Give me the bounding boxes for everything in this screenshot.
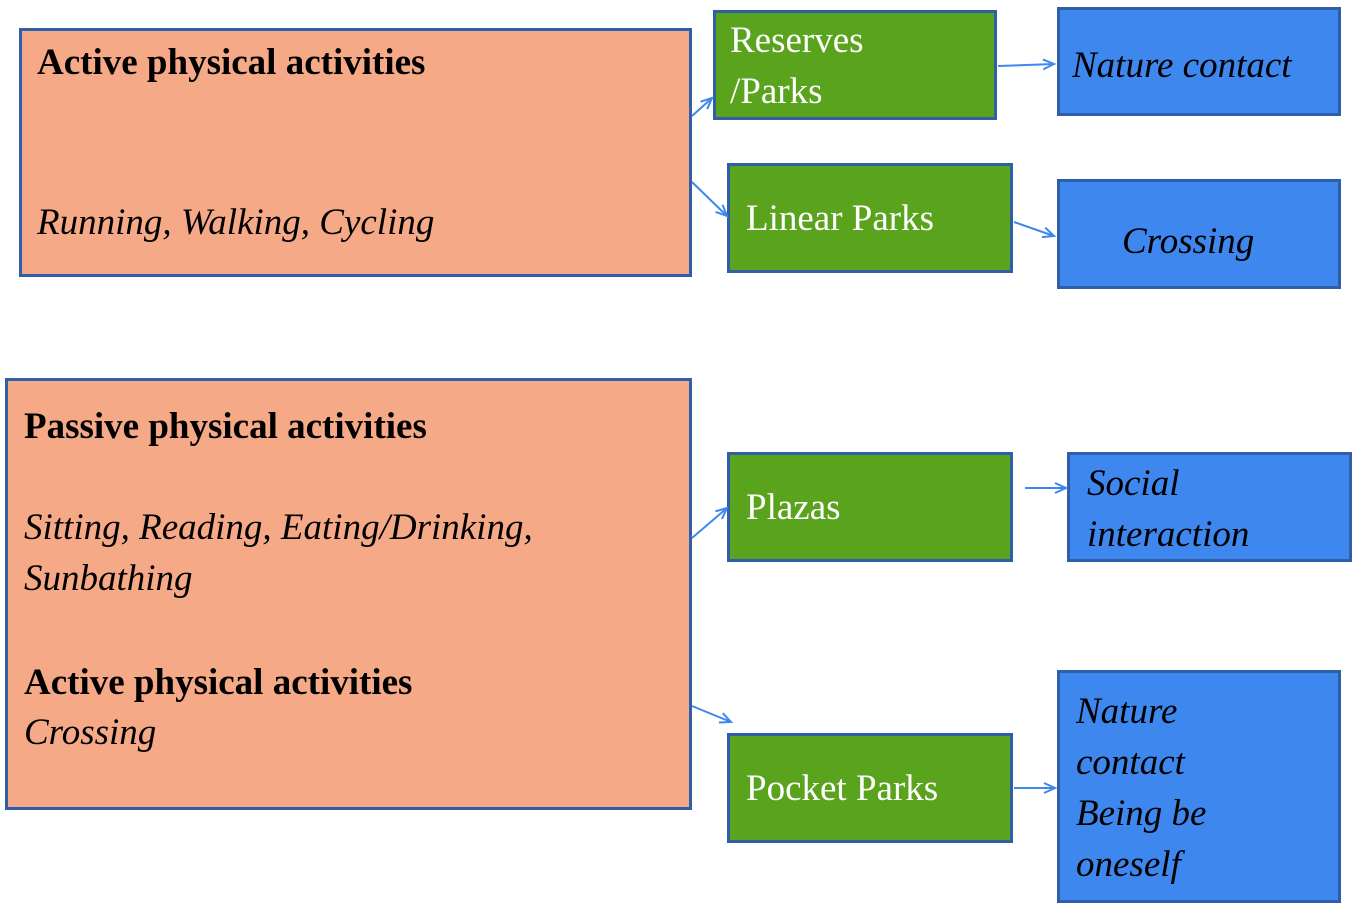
active-activities-box: Active physical activities Running, Walk… <box>19 28 692 277</box>
passive-box-active-heading: Active physical activities <box>24 662 413 703</box>
social-interaction-box: Social interaction <box>1067 452 1352 562</box>
passive-activities-heading: Passive physical activities <box>24 406 427 447</box>
active-activities-examples: Running, Walking, Cycling <box>37 202 435 243</box>
plazas-box: Plazas <box>727 452 1013 562</box>
nature-contact-being-oneself-box: Nature contact Being be oneself <box>1057 670 1341 903</box>
social-interaction-label-line1: Social <box>1087 463 1180 504</box>
linear-parks-box: Linear Parks <box>727 163 1013 273</box>
crossing-outcome-label: Crossing <box>1122 221 1255 262</box>
pocket-outcome-line1: Nature <box>1076 691 1178 732</box>
linear-parks-label: Linear Parks <box>746 198 935 239</box>
arrow-active-to-linear <box>691 181 727 216</box>
passive-activities-examples-line2: Sunbathing <box>24 558 193 599</box>
pocket-parks-label: Pocket Parks <box>746 768 939 809</box>
social-interaction-label-line2: interaction <box>1087 514 1250 555</box>
pocket-outcome-line2: contact <box>1076 742 1185 783</box>
crossing-outcome-box: Crossing <box>1057 179 1341 289</box>
arrow-passive-to-pocket <box>691 705 731 722</box>
arrow-active-to-reserves <box>691 98 712 117</box>
arrow-linear-to-crossing <box>1013 221 1054 236</box>
pocket-parks-box: Pocket Parks <box>727 733 1013 843</box>
active-activities-heading: Active physical activities <box>37 42 426 83</box>
arrow-reserves-to-nature-contact <box>997 64 1054 66</box>
pocket-outcome-line4: oneself <box>1076 844 1181 885</box>
arrow-passive-to-plazas <box>691 508 727 539</box>
nature-contact-label: Nature contact <box>1072 45 1292 86</box>
reserves-parks-box: Reserves /Parks <box>713 10 997 120</box>
passive-activities-examples-line1: Sitting, Reading, Eating/Drinking, <box>24 507 533 548</box>
reserves-parks-label-line2: /Parks <box>730 71 823 112</box>
reserves-parks-label-line1: Reserves <box>730 20 864 61</box>
plazas-label: Plazas <box>746 487 841 528</box>
passive-box-active-examples: Crossing <box>24 712 157 753</box>
nature-contact-box: Nature contact <box>1057 7 1341 116</box>
passive-activities-box: Passive physical activities Sitting, Rea… <box>5 378 692 810</box>
pocket-outcome-line3: Being be <box>1076 793 1207 834</box>
